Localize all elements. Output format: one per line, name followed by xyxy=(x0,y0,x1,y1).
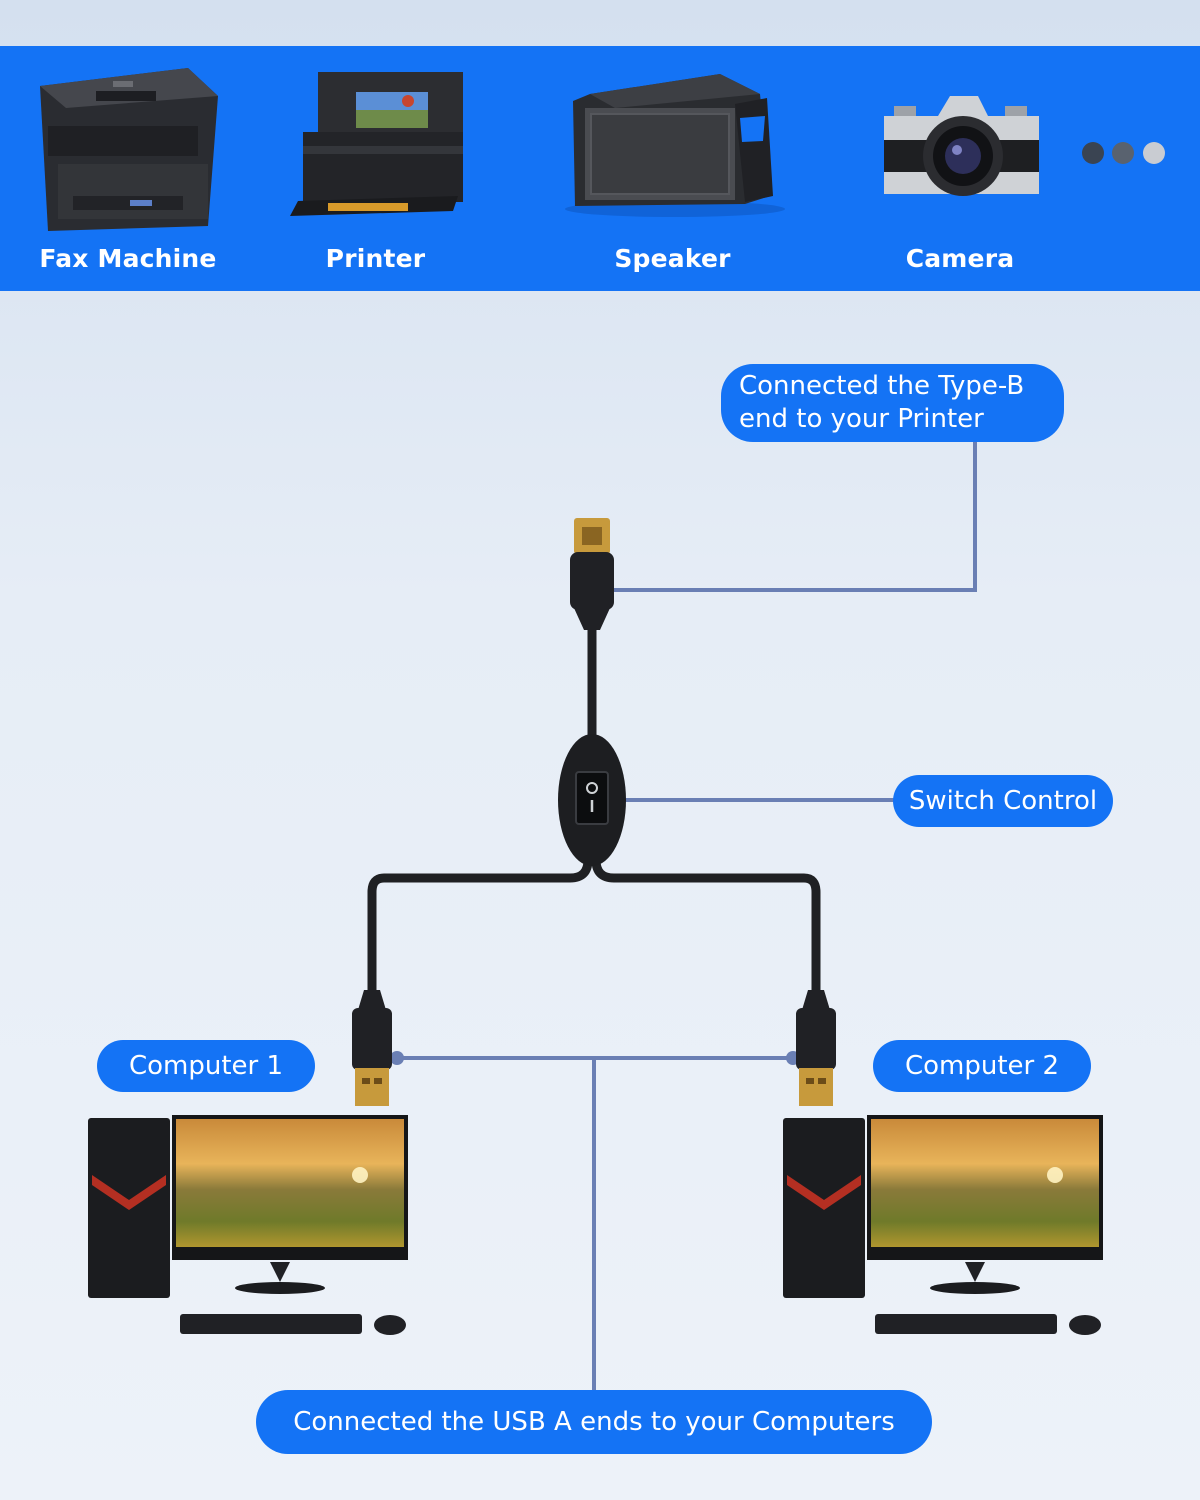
callout-computer-1: Computer 1 xyxy=(97,1040,315,1092)
leader-lines xyxy=(397,440,977,1392)
dot xyxy=(1143,142,1165,164)
camera-icon xyxy=(884,96,1039,196)
fax-machine-icon xyxy=(40,68,218,231)
device-label: Speaker xyxy=(614,244,731,273)
device-label: Fax Machine xyxy=(39,244,217,273)
callout-usb-a: Connected the USB A ends to your Compute… xyxy=(256,1390,932,1454)
cable xyxy=(367,620,821,995)
device-printer: Printer xyxy=(268,46,483,291)
speaker-icon xyxy=(565,74,785,217)
device-speaker: Speaker xyxy=(545,46,800,291)
device-fax-machine: Fax Machine xyxy=(18,46,238,291)
device-label: Printer xyxy=(325,244,426,273)
callout-type-b: Connected the Type-B end to your Printer xyxy=(721,364,1064,442)
callout-computer-2: Computer 2 xyxy=(873,1040,1091,1092)
switch-box xyxy=(558,734,626,866)
usb-a-connector-left xyxy=(352,990,392,1106)
computer-2-icon xyxy=(783,1115,1103,1335)
device-label: Camera xyxy=(905,244,1015,273)
device-banner: Fax Machine Printer Speaker xyxy=(0,46,1200,291)
dot xyxy=(1112,142,1134,164)
callout-switch-control: Switch Control xyxy=(893,775,1113,827)
usb-a-connector-right xyxy=(796,990,836,1106)
computer-1-icon xyxy=(88,1115,408,1335)
type-b-leader xyxy=(605,440,977,592)
dot xyxy=(1082,142,1104,164)
usb-type-b-connector xyxy=(570,518,614,630)
printer-icon xyxy=(290,72,463,216)
usb-a-left-dot xyxy=(390,1051,404,1065)
device-camera: Camera xyxy=(860,46,1060,291)
